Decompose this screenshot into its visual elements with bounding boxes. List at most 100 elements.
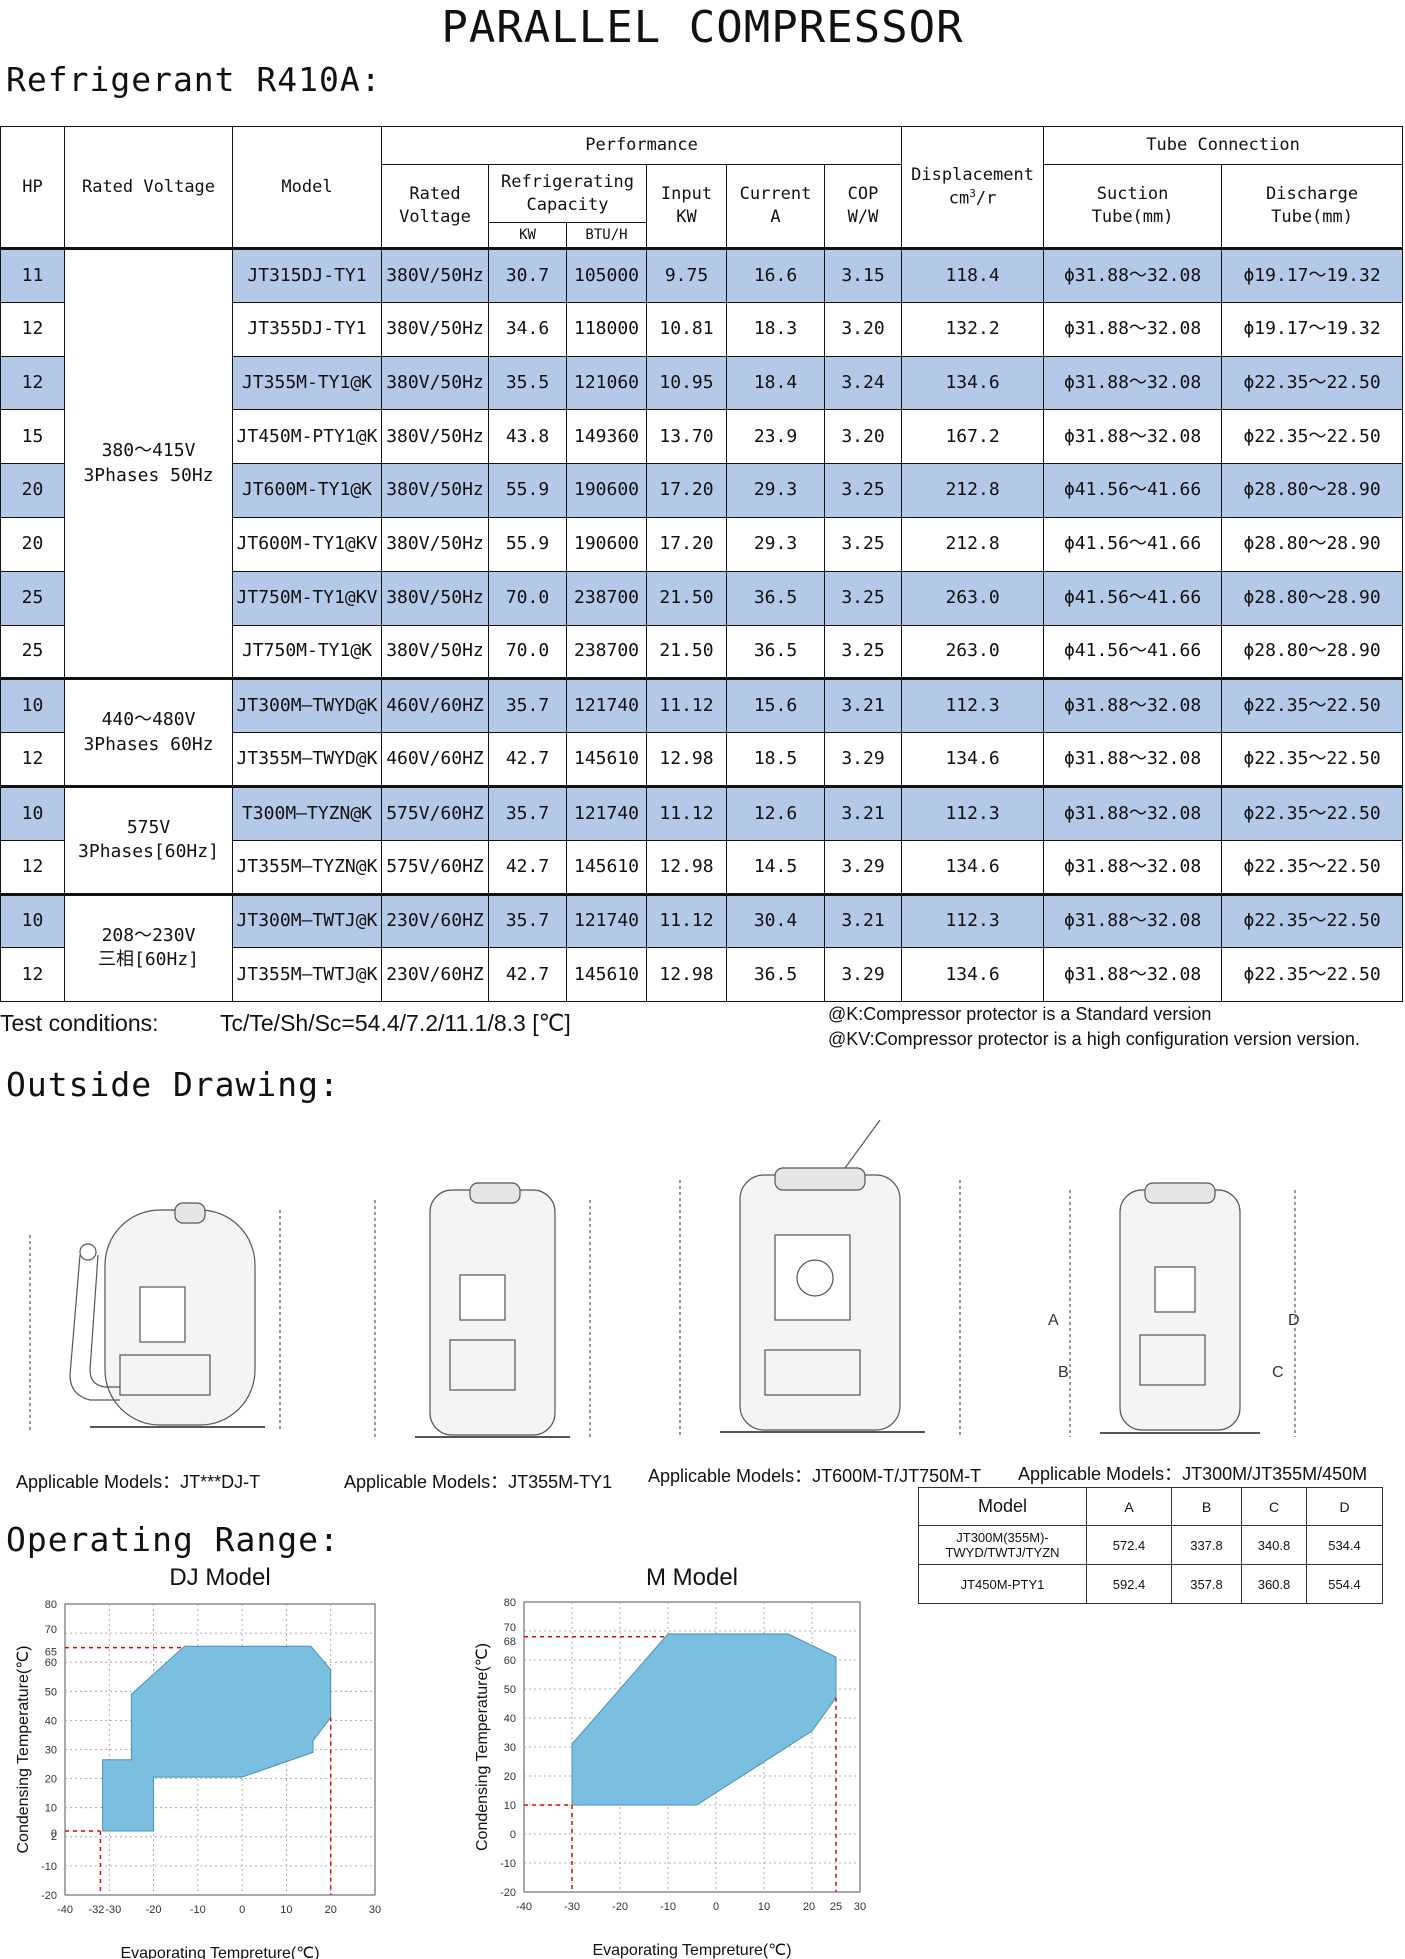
x-tick-label: -30: [105, 1904, 121, 1916]
cell-discharge: ϕ22.35～22.50: [1221, 732, 1404, 787]
cell-current: 36.5: [726, 624, 825, 680]
dim-row-c: 340.8: [1241, 1525, 1307, 1565]
cell-current: 36.5: [726, 947, 825, 1003]
cell-displacement: 112.3: [901, 892, 1045, 949]
y-tick-label: 60: [45, 1657, 57, 1669]
header-model: Model: [232, 126, 382, 250]
operating-range-heading: Operating Range:: [6, 1520, 340, 1559]
cell-hp: 12: [0, 947, 65, 1003]
dim-header-model: Model: [918, 1487, 1087, 1526]
y-tick-label: 20: [45, 1774, 57, 1786]
cell-rated-voltage: 460V/60HZ: [381, 677, 489, 734]
cell-displacement: 134.6: [901, 947, 1045, 1003]
cell-input: 12.98: [646, 732, 727, 787]
cell-rated-voltage: 230V/60HZ: [381, 892, 489, 949]
compressor-drawing-jt355m: [374, 1182, 591, 1440]
cell-rated-voltage: 380V/50Hz: [381, 570, 489, 626]
cell-suction: ϕ31.88～32.08: [1043, 947, 1223, 1003]
cell-displacement: 134.6: [901, 732, 1045, 787]
cell-model: JT355DJ-TY1: [232, 301, 382, 357]
cell-btu: 105000: [566, 248, 647, 303]
y-tick-label: -20: [41, 1890, 57, 1902]
y-tick-label: 40: [45, 1715, 57, 1727]
cell-discharge: ϕ19.17～19.32: [1221, 301, 1404, 357]
cell-kw: 55.9: [488, 516, 567, 572]
cell-input: 10.81: [646, 301, 727, 357]
cell-kw: 42.7: [488, 839, 567, 895]
cell-model: T300M—TYZN@K: [232, 784, 382, 841]
y-tick-label: 30: [45, 1745, 57, 1757]
cell-input: 17.20: [646, 516, 727, 572]
cell-kw: 43.8: [488, 409, 567, 465]
y-tick-label: 30: [504, 1742, 516, 1754]
cell-rated-voltage: 380V/50Hz: [381, 355, 489, 411]
cell-btu: 121740: [566, 677, 647, 734]
cell-btu: 121060: [566, 355, 647, 411]
cell-kw: 70.0: [488, 624, 567, 680]
dim-label-c: C: [1272, 1364, 1284, 1381]
cell-suction: ϕ31.88～32.08: [1043, 784, 1223, 841]
cell-displacement: 112.3: [901, 784, 1045, 841]
cell-model: JT750M-TY1@K: [232, 624, 382, 680]
cell-hp: 12: [0, 839, 65, 895]
cell-suction: ϕ41.56～41.66: [1043, 624, 1223, 680]
cell-rated-voltage: 380V/50Hz: [381, 516, 489, 572]
y-tick-label: 0: [510, 1829, 516, 1841]
cell-model: JT750M-TY1@KV: [232, 570, 382, 626]
cell-rated-voltage: 380V/50Hz: [381, 301, 489, 357]
outside-drawing-heading: Outside Drawing:: [6, 1065, 340, 1104]
y-tick-label: 10: [45, 1803, 57, 1815]
x-axis-label: Evaporating Tempreture(℃): [120, 1945, 319, 1959]
y-tick-label: 20: [504, 1771, 516, 1783]
compressor-drawing-jt600m: [679, 1120, 961, 1435]
cell-displacement: 212.8: [901, 516, 1045, 572]
y-tick-label: 80: [45, 1599, 57, 1611]
x-tick-label: 0: [713, 1901, 719, 1913]
y-axis-label: Condensing Temperature(℃): [474, 1643, 491, 1851]
y-tick-label: -10: [500, 1858, 516, 1870]
dim-header-c: C: [1241, 1487, 1307, 1526]
y-tick-label: 60: [504, 1655, 516, 1667]
cell-model: JT315DJ-TY1: [232, 248, 382, 303]
x-tick-label: -30: [564, 1901, 580, 1913]
chart-title: DJ Model: [169, 1564, 270, 1591]
x-tick-label: -20: [146, 1904, 162, 1916]
dim-header-d: D: [1306, 1487, 1383, 1526]
cell-kw: 70.0: [488, 570, 567, 626]
cell-hp: 25: [0, 624, 65, 680]
cell-cop: 3.20: [823, 409, 903, 465]
cell-btu: 190600: [566, 463, 647, 518]
cell-discharge: ϕ28.80～28.90: [1221, 516, 1404, 572]
test-conditions-value: Tc/Te/Sh/Sc=54.4/7.2/11.1/8.3 [℃]: [220, 1010, 571, 1036]
cell-rated-voltage: 380V/50Hz: [381, 463, 489, 518]
cell-kw: 42.7: [488, 732, 567, 787]
cell-input: 17.20: [646, 463, 727, 518]
note-kv: @KV:Compressor protector is a high confi…: [828, 1029, 1360, 1049]
y-tick-label: 0: [51, 1828, 57, 1840]
cell-btu: 190600: [566, 516, 647, 572]
cell-cop: 3.25: [823, 516, 903, 572]
y-tick-label: 70: [45, 1624, 57, 1636]
cell-displacement: 134.6: [901, 839, 1045, 895]
cell-suction: ϕ41.56～41.66: [1043, 463, 1223, 518]
dim-row-model: JT300M(355M)-TWYD/TWTJ/TYZN: [918, 1525, 1087, 1565]
cell-current: 29.3: [726, 516, 825, 572]
dim-row-a: 572.4: [1086, 1525, 1172, 1565]
x-tick-label: 0: [239, 1904, 245, 1916]
cell-hp: 25: [0, 570, 65, 626]
cell-model: JT355M—TWYD@K: [232, 732, 382, 787]
cell-displacement: 112.3: [901, 677, 1045, 734]
cell-btu: 238700: [566, 570, 647, 626]
y-tick-label: -10: [41, 1861, 57, 1873]
cell-hp: 10: [0, 892, 65, 949]
cell-rated-voltage: 460V/60HZ: [381, 732, 489, 787]
